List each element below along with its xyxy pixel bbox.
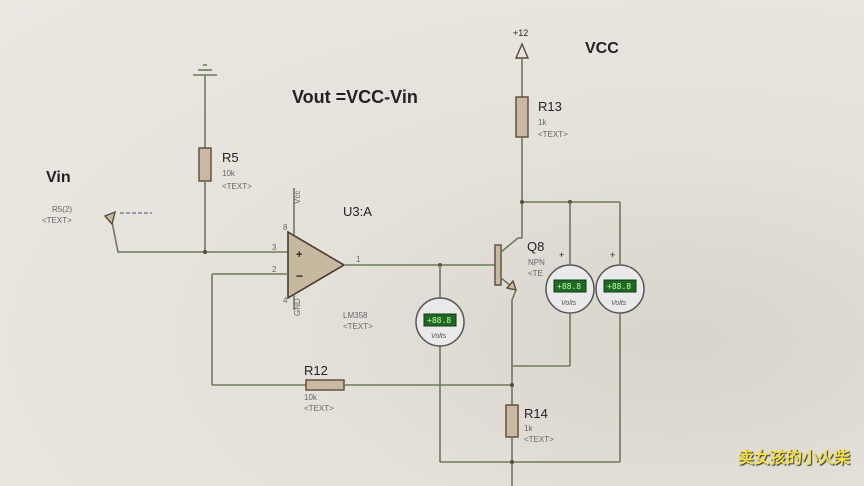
meter-lcd: [603, 279, 637, 293]
opamp-pin4: 4: [283, 296, 288, 305]
equation-label: Vout =VCC-Vin: [292, 87, 418, 107]
transistor-q8-base: [494, 244, 502, 286]
meter-unit: Volts: [561, 300, 577, 307]
meter-lcd: [423, 313, 457, 327]
voltmeter-1: +88.8 Volts: [415, 297, 465, 347]
r13-value: 1k: [538, 118, 547, 127]
opamp-pin3: 3: [272, 243, 277, 252]
opamp-pin2: 2: [272, 265, 277, 274]
supply-label: +12: [513, 28, 528, 38]
watermark-text: 卖女孩的小火柴: [737, 448, 850, 467]
opamp-plus: +: [296, 249, 302, 261]
q8-ref: Q8: [527, 239, 544, 254]
r5-value: 10k: [222, 169, 236, 178]
meter-lcd: [553, 279, 587, 293]
vin-probe-arrow: [103, 210, 117, 226]
r14-ref: R14: [524, 406, 548, 421]
opamp-text: <TEXT>: [343, 322, 373, 331]
r13-text: <TEXT>: [538, 130, 568, 139]
r12-ref: R12: [304, 363, 328, 378]
opamp-ref: U3:A: [343, 204, 372, 219]
opamp-gnd-pin-label: GND: [293, 298, 302, 316]
junction-dot: [203, 250, 207, 254]
wire-emitter: [511, 289, 517, 301]
meter-plus-sign: +: [610, 250, 615, 260]
opamp-pin1: 1: [356, 255, 361, 264]
meter-reading: +88.8: [557, 282, 581, 291]
meter-reading: +88.8: [607, 282, 631, 291]
voltmeter-3: +88.8 Volts: [595, 264, 645, 314]
meter-unit: Volts: [431, 333, 447, 340]
opamp-vcc-pin-label: Vcc: [293, 191, 302, 204]
opamp-pin8: 8: [283, 223, 288, 232]
q8-type: NPN: [528, 258, 545, 267]
transistor-q8-collector: [500, 237, 519, 253]
junction-dot: [510, 460, 514, 464]
meter-reading: +88.8: [427, 316, 451, 325]
r5-text: <TEXT>: [222, 182, 252, 191]
resistor-r14: [505, 404, 519, 438]
opamp-u3a: [287, 230, 346, 300]
resistor-r5: [198, 147, 212, 182]
transistor-q8-arrow: [505, 279, 518, 291]
meter-plus-sign: +: [559, 250, 564, 260]
r12-value: 10k: [304, 393, 318, 402]
q8-text: <TE: [528, 269, 543, 278]
wire-vin-to-pin3: [111, 221, 288, 253]
voltmeter-2: +88.8 Volts: [545, 264, 595, 314]
meter-unit: Volts: [611, 300, 627, 307]
resistor-r12: [305, 379, 345, 391]
resistor-r13: [515, 96, 529, 138]
vin-probe-name: R5(2): [52, 205, 72, 214]
r13-ref: R13: [538, 99, 562, 114]
r5-ref: R5: [222, 150, 239, 165]
r14-value: 1k: [524, 424, 533, 433]
vin-label: Vin: [46, 169, 71, 186]
junction-dot: [520, 200, 524, 204]
r14-text: <TEXT>: [524, 435, 554, 444]
junction-dot: [510, 383, 514, 387]
supply-arrow: [514, 42, 530, 59]
r12-text: <TEXT>: [304, 404, 334, 413]
vin-probe-text: <TEXT>: [42, 216, 72, 225]
vcc-label: VCC: [585, 40, 619, 57]
opamp-part: LM358: [343, 311, 368, 320]
ground-symbol: [193, 64, 217, 76]
opamp-minus: −: [296, 269, 303, 283]
